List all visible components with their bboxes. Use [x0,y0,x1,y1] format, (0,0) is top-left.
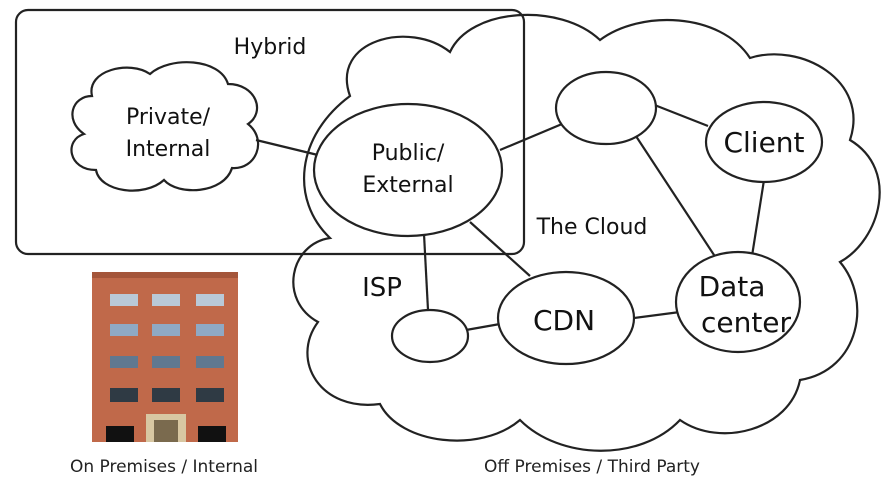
on-premises-caption: On Premises / Internal [70,457,258,477]
hybrid-label: Hybrid [234,35,307,60]
private-label-line2: Internal [126,137,211,162]
link-client-datacenter [750,179,766,257]
building-ground-left [106,426,134,442]
client-node [704,100,824,184]
building-icon [92,272,238,442]
link-isp-cdn [465,322,501,332]
public-label-line1: Public/ [372,141,445,166]
top-unnamed-node [554,70,658,146]
private-label-line1: Private/ [126,105,211,130]
building-door-inner [154,420,178,442]
link-public-cdn [469,221,531,277]
hybrid-boundary [14,8,526,256]
off-premises-caption: Off Premises / Third Party [484,457,700,477]
cdn-node [496,270,636,366]
link-private-public [255,138,323,158]
link-cdn-datacenter [633,310,681,320]
connections [255,102,766,332]
the-cloud-label: The Cloud [536,215,648,240]
link-public-top [499,122,563,152]
client-label: Client [723,126,804,159]
datacenter-node [674,250,802,354]
isp-node [390,308,470,364]
datacenter-label-line1: Data [699,270,766,303]
building-windows [110,294,224,402]
private-cloud-shape [70,61,260,192]
public-external-node [312,102,504,238]
link-public-isp [422,233,430,311]
link-top-client [651,102,709,128]
link-top-datacenter [631,129,717,259]
building-ground-right [198,426,226,442]
isp-label: ISP [362,273,402,303]
cdn-label: CDN [533,304,595,337]
public-label-line2: External [362,173,453,198]
datacenter-label-line2: center [701,306,792,339]
building-roofline [92,272,238,278]
